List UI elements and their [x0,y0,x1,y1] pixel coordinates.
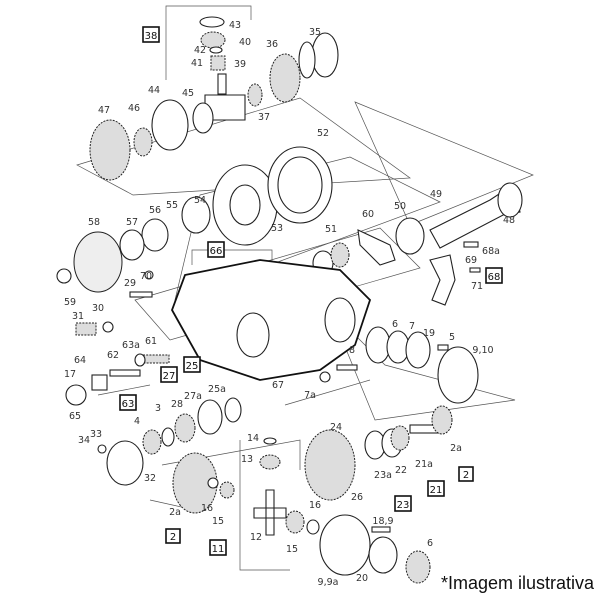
callout-label: 64 [74,355,86,366]
illustrative-image-caption: *Imagem ilustrativa [440,573,594,593]
svg-text:2: 2 [170,532,176,543]
callout-label: 28 [171,399,183,410]
svg-text:21: 21 [430,485,443,496]
callout-label: 2a [450,443,462,454]
callout-label: 27a [184,391,202,402]
callout-label: 39 [234,59,246,70]
callout-label: 7a [304,390,316,401]
assembly-box: 11 [209,539,227,556]
assembly-box: 27 [160,366,178,383]
callout-label: 45 [182,88,194,99]
svg-text:63: 63 [122,399,135,410]
svg-text:25: 25 [186,361,199,372]
callout-label: 24 [330,422,342,433]
callout-label: 2a [169,507,181,518]
callout-label: 16 [309,500,321,511]
callout-label: 8 [349,345,355,356]
callout-label: 9,10 [472,345,493,356]
callout-label: 37 [258,112,270,123]
callout-label: 25a [208,384,226,395]
callout-label: 41 [191,58,203,69]
callout-label: 40 [239,37,251,48]
svg-text:38: 38 [145,31,158,42]
callout-label: 54 [194,195,206,206]
callout-label: 13 [241,454,253,465]
svg-text:27: 27 [163,371,176,382]
callout-label: 50 [394,201,406,212]
callout-label: 60 [362,209,374,220]
callout-label: 12 [250,532,262,543]
callout-label: 34 [78,435,90,446]
callout-label: 9,9a [318,577,339,588]
assembly-labels: 38 66 68 25 27 63 2 11 21 23 2 [119,26,503,556]
callout-label: 15 [212,516,224,527]
callout-label: 47 [98,105,110,116]
callout-label: 59 [64,297,76,308]
callout-label: 49 [430,189,442,200]
callout-label: 51 [325,224,337,235]
assembly-box: 23 [394,495,412,512]
callout-label: 33 [90,429,102,440]
callout-label: 29 [124,278,136,289]
callout-label: 68a [482,246,500,257]
callout-label: 26 [351,492,363,503]
callout-label: 48 [503,215,515,226]
assembly-box: 2 [458,466,474,482]
svg-text:2: 2 [463,470,469,481]
callout-label: 53 [271,223,283,234]
svg-text:11: 11 [212,544,225,555]
callout-label: 35 [309,27,321,38]
callout-label: 16 [201,503,213,514]
assembly-box: 66 [207,241,225,258]
assembly-box: 68 [485,267,503,284]
callout-label: 17 [64,369,76,380]
callout-label: 43 [229,20,241,31]
callout-label: 30 [92,303,104,314]
assembly-box: 63 [119,394,137,411]
callout-label: 62 [107,350,119,361]
callout-label: 18,9 [372,516,393,527]
svg-text:68: 68 [488,272,501,283]
assembly-box: 21 [427,480,445,497]
callout-label: 55 [166,200,178,211]
callout-label: 32 [144,473,156,484]
callout-label: 19 [423,328,435,339]
callout-label: 31 [72,311,84,322]
assembly-box: 2 [165,528,181,544]
callout-label: 4 [134,416,140,427]
callout-label: 61 [145,336,157,347]
callout-label: 6 [427,538,433,549]
callout-label: 42 [194,45,206,56]
callout-label: 57 [126,217,138,228]
callout-label: 36 [266,39,278,50]
callout-label: 23a [374,470,392,481]
callout-label: 3 [155,403,161,414]
callout-label: 21a [415,459,433,470]
callout-label: 44 [148,85,160,96]
callout-label: 22 [395,465,407,476]
assembly-box: 38 [142,26,160,43]
callout-label: 5 [449,332,455,343]
callout-label: 15 [286,544,298,555]
callout-label: 65 [69,411,81,422]
callout-label: 14 [247,433,259,444]
callout-labels: 43 40 42 41 39 36 35 44 45 37 47 46 52 4… [64,20,515,588]
callout-label: 7 [409,321,415,332]
callout-label: 46 [128,103,140,114]
svg-text:66: 66 [210,246,223,257]
callout-label: 69 [465,255,477,266]
callout-label: 20 [356,573,368,584]
callout-label: 6 [392,319,398,330]
callout-label: 67 [272,380,284,391]
callout-label: 63a [122,340,140,351]
callout-label: 58 [88,217,100,228]
callout-label: 71 [471,281,483,292]
assembly-box: 25 [183,356,201,373]
svg-text:23: 23 [397,500,410,511]
callout-label: 70 [140,271,152,282]
callout-label: 56 [149,205,161,216]
differential-parts [56,16,523,584]
callout-label: 52 [317,128,329,139]
